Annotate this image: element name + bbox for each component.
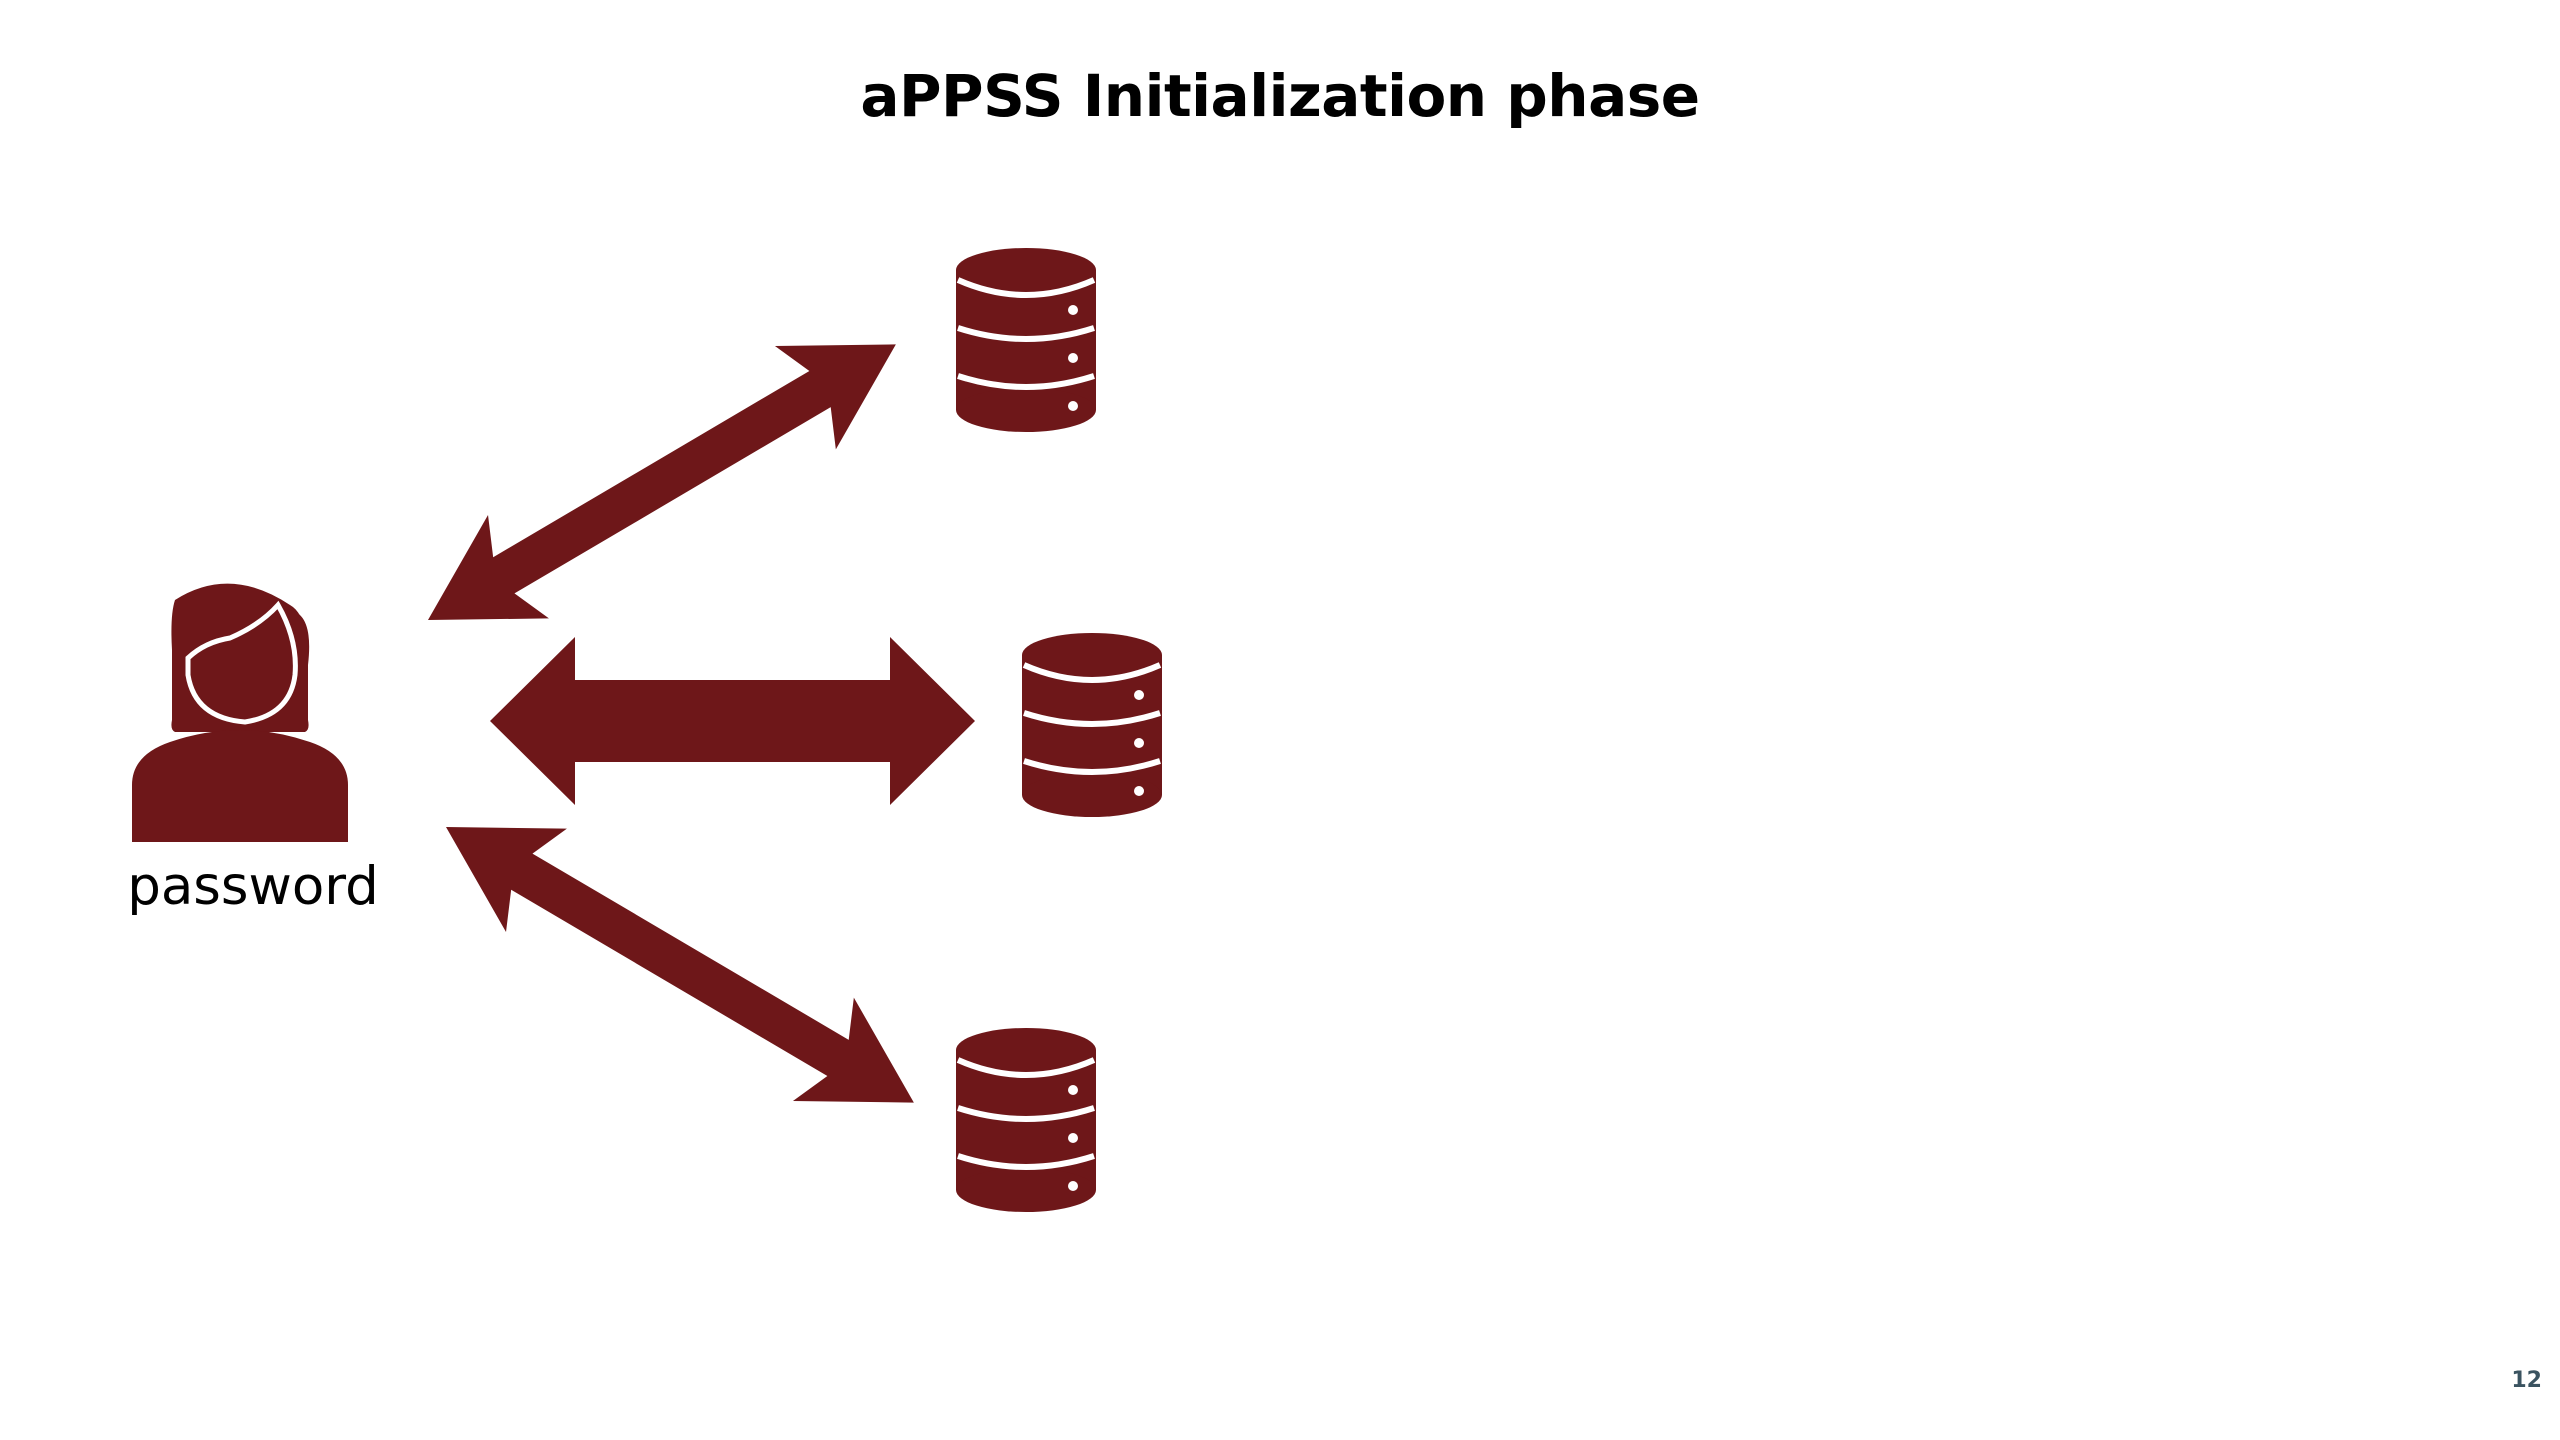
slide-title: aPPSS Initialization phase (860, 62, 1700, 130)
database-icon (1022, 633, 1162, 817)
arrow-to-server-2 (490, 637, 975, 805)
page-number: 12 (2511, 1368, 2542, 1393)
arrow-to-server-1 (428, 344, 896, 620)
database-icon (956, 1028, 1096, 1212)
database-icon (956, 248, 1096, 432)
user-woman-icon (132, 583, 348, 842)
arrow-to-server-3 (446, 827, 914, 1103)
user-label: password (127, 856, 379, 917)
